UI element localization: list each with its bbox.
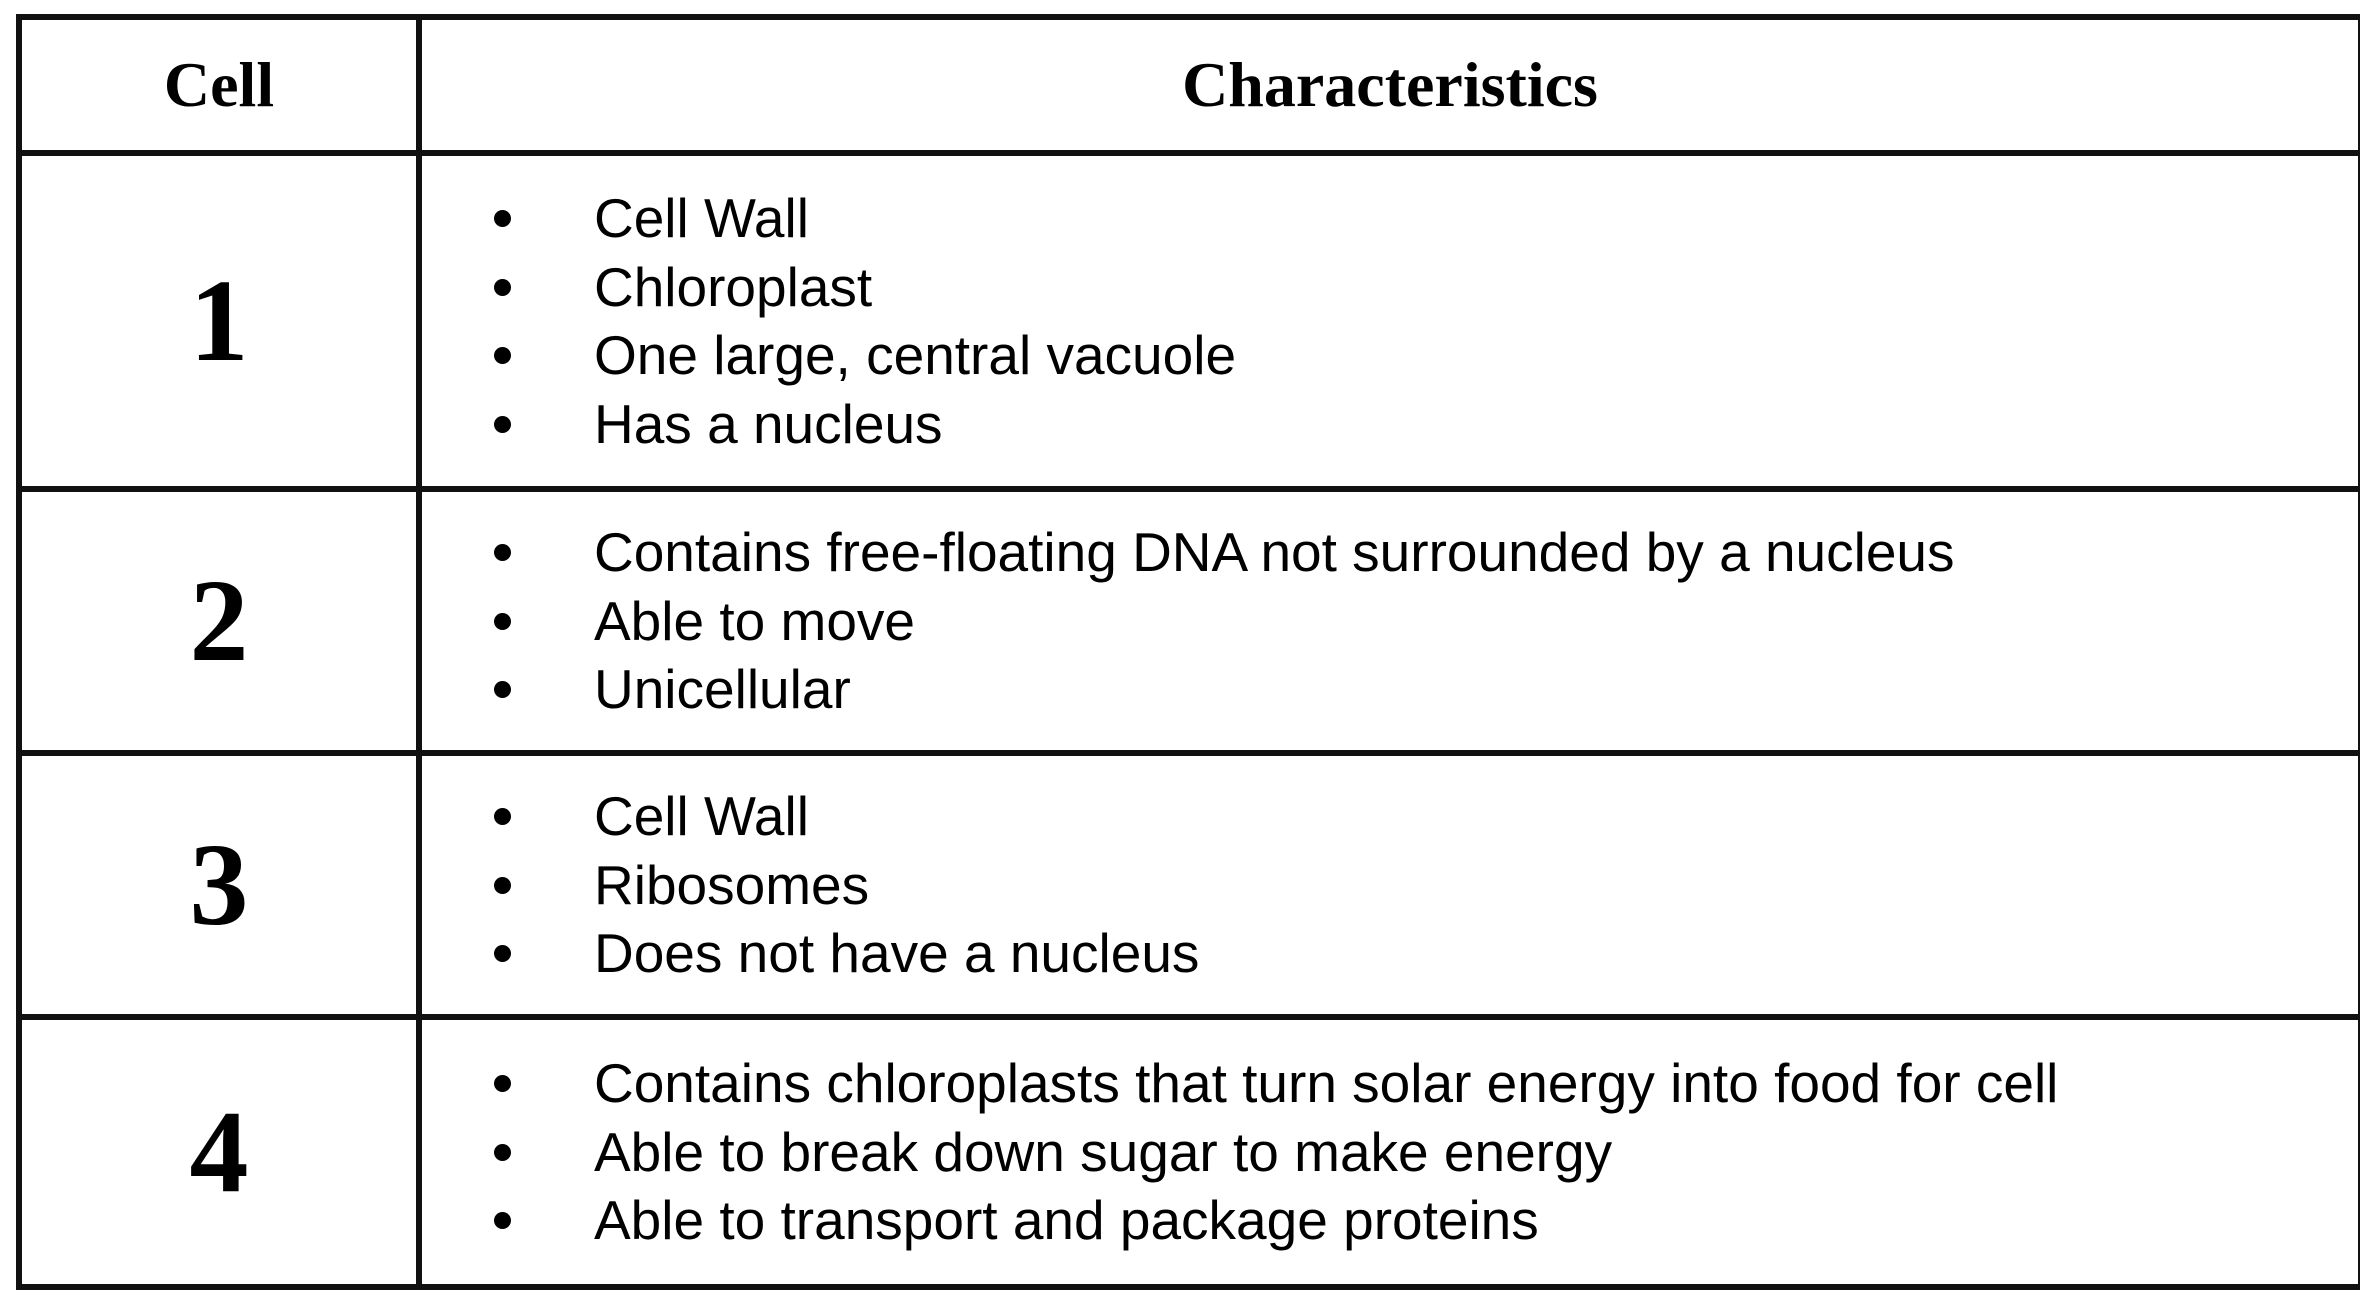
list-item: Unicellular [494,655,2358,724]
characteristic-text: Contains chloroplasts that turn solar en… [594,1052,2059,1115]
bullet-icon [494,544,511,562]
characteristic-text: Ribosomes [594,853,870,916]
bullet-icon [494,876,511,894]
characteristic-text: Able to transport and package proteins [594,1189,1539,1252]
list-item: One large, central vacuole [494,321,2358,390]
cell-number: 4 [16,1014,422,1290]
cell-number: 2 [16,486,422,756]
table-row: 2 Contains free-floating DNA not surroun… [16,486,2360,756]
bullet-icon [494,1143,511,1161]
characteristics-column-header: Characteristics [416,14,2360,156]
characteristic-text: Unicellular [594,658,851,721]
table-row: 1 Cell Wall Chloroplast One large, centr… [16,150,2360,492]
bullet-icon [494,415,511,433]
table-row: 4 Contains chloroplasts that turn solar … [16,1014,2360,1290]
characteristics-cell: Contains chloroplasts that turn solar en… [416,1014,2360,1290]
bullet-icon [494,210,511,227]
bullet-icon [494,612,511,630]
characteristic-text: Contains free-floating DNA not surrounde… [594,521,1955,584]
list-item: Cell Wall [494,184,2358,253]
characteristic-text: Does not have a nucleus [594,922,1200,985]
list-item: Able to move [494,587,2358,656]
list-item: Contains free-floating DNA not surrounde… [494,518,2358,587]
list-item: Able to break down sugar to make energy [494,1118,2358,1187]
list-item: Cell Wall [494,782,2358,851]
header-row: Cell Characteristics [16,14,2360,156]
characteristics-list: Contains chloroplasts that turn solar en… [422,1049,2358,1255]
characteristic-text: Cell Wall [594,785,809,848]
characteristics-list: Cell Wall Ribosomes Does not have a nucl… [422,782,2358,988]
characteristics-cell: Cell Wall Ribosomes Does not have a nucl… [416,750,2360,1020]
bullet-icon [494,681,511,699]
bullet-icon [494,808,511,826]
characteristics-list: Cell Wall Chloroplast One large, central… [422,184,2358,458]
cell-number: 1 [16,150,422,492]
table-row: 3 Cell Wall Ribosomes Does not have a nu… [16,750,2360,1020]
characteristic-text: Chloroplast [594,255,873,318]
cell-characteristics-table: Cell Characteristics 1 Cell Wall Chlorop… [16,14,2360,1290]
characteristics-cell: Contains free-floating DNA not surrounde… [416,486,2360,756]
characteristic-text: Cell Wall [594,187,809,249]
list-item: Contains chloroplasts that turn solar en… [494,1049,2358,1118]
characteristic-text: One large, central vacuole [594,324,1237,386]
cell-characteristics-table-wrapper: Cell Characteristics 1 Cell Wall Chlorop… [16,14,2360,1290]
bullet-icon [494,347,511,364]
characteristic-text: Able to break down sugar to make energy [594,1120,1613,1183]
list-item: Does not have a nucleus [494,919,2358,988]
bullet-icon [494,1075,511,1093]
characteristics-list: Contains free-floating DNA not surrounde… [422,518,2358,724]
bullet-icon [494,278,511,296]
list-item: Chloroplast [494,253,2358,322]
list-item: Ribosomes [494,851,2358,920]
characteristic-text: Has a nucleus [594,392,943,455]
list-item: Able to transport and package proteins [494,1186,2358,1255]
bullet-icon [494,945,511,963]
list-item: Has a nucleus [494,390,2358,459]
cell-number: 3 [16,750,422,1020]
bullet-icon [494,1212,511,1230]
cell-column-header: Cell [16,14,422,156]
characteristic-text: Able to move [594,589,916,652]
characteristics-cell: Cell Wall Chloroplast One large, central… [416,150,2360,492]
